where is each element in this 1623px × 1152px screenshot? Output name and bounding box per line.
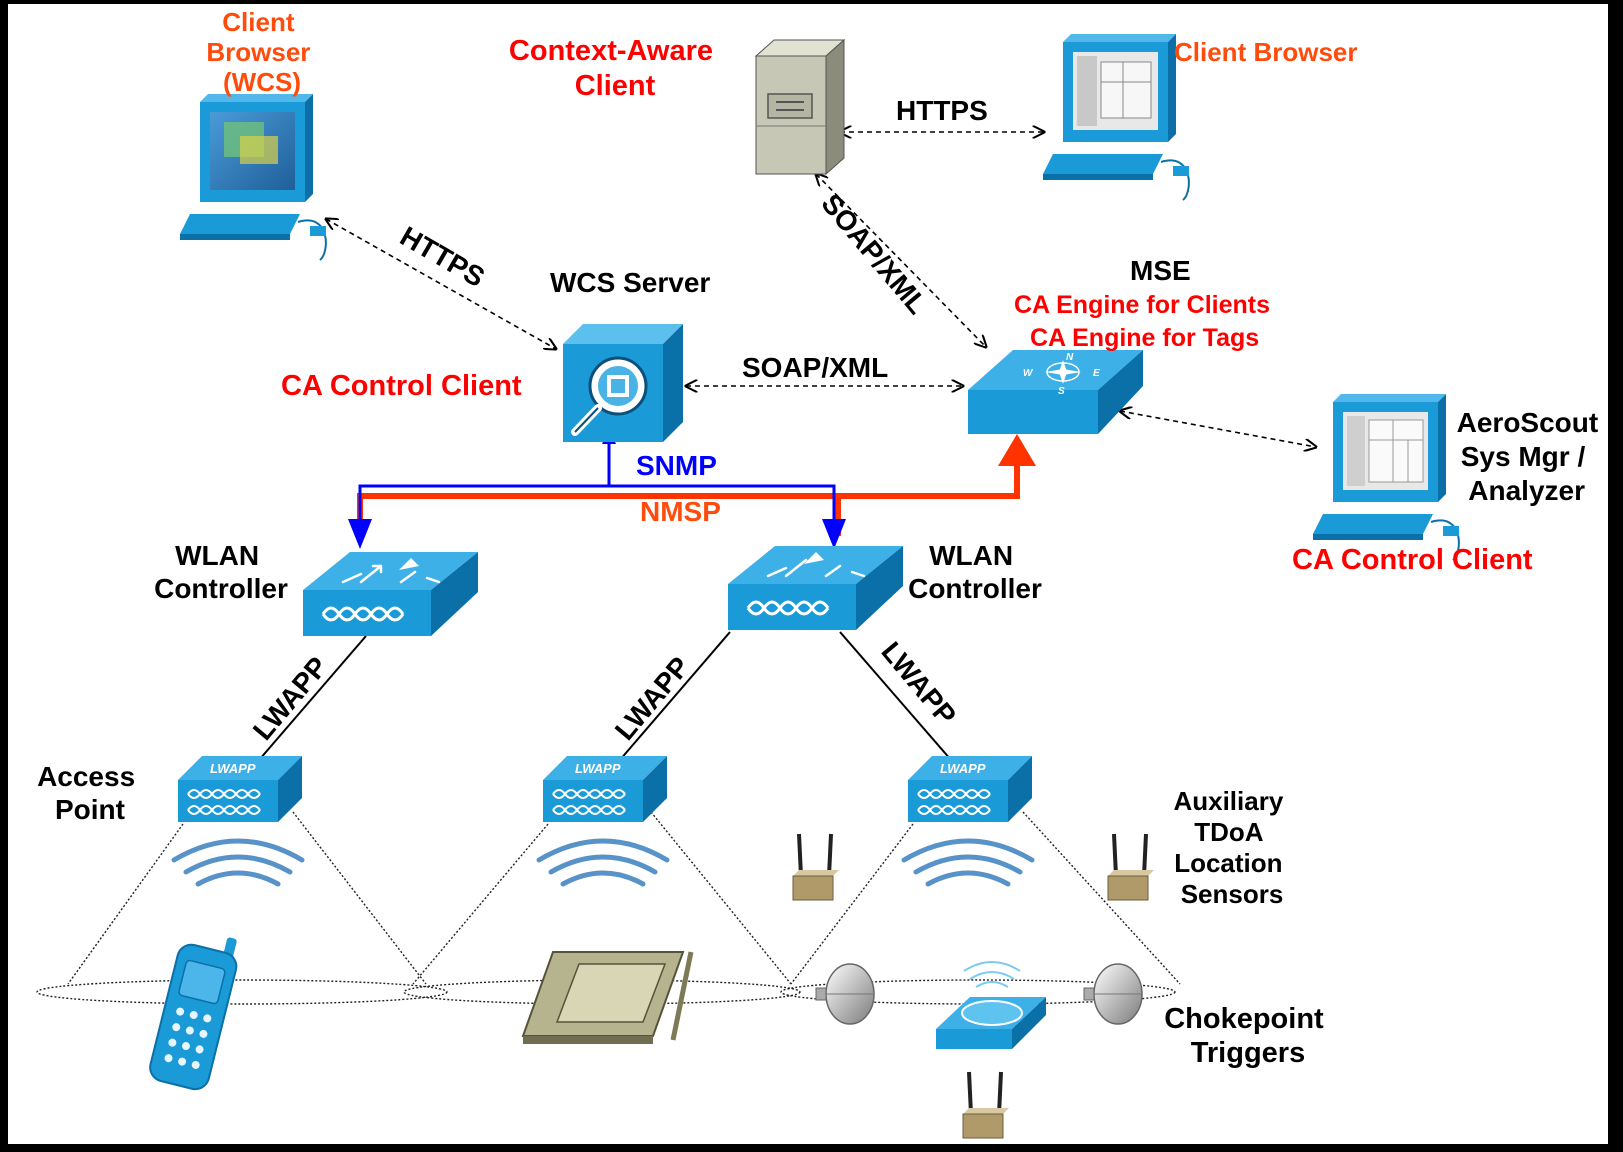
label-ca-control-client-left: CA Control Client xyxy=(281,370,522,402)
compass-w: W xyxy=(1023,368,1034,379)
mse-appliance-icon: N E S W xyxy=(968,350,1143,434)
label-auxiliary-tdoa: Auxiliary TDoA Location Sensors xyxy=(1173,786,1290,909)
access-point-icon-mid: LWAPP xyxy=(543,756,667,822)
label-lwapp-left: LWAPP xyxy=(247,651,334,746)
chokepoint-trigger-icon-2 xyxy=(1083,963,1143,1025)
label-access-point: Access Point xyxy=(37,761,143,825)
wcs-server-icon xyxy=(563,324,683,442)
label-ca-engine-tags: CA Engine for Tags xyxy=(1030,324,1259,352)
location-tag-icon xyxy=(936,961,1046,1049)
compass-icon: N E S W xyxy=(1023,352,1100,397)
label-mse: MSE xyxy=(1130,255,1191,286)
computer-icon-wcs-client xyxy=(180,94,327,261)
label-https-top: HTTPS xyxy=(896,95,988,126)
label-chokepoint-2: Triggers xyxy=(1191,1037,1305,1069)
label-auxiliary-2: TDoA xyxy=(1194,817,1264,847)
soap-link-ca-client-mse xyxy=(816,174,986,347)
label-context-aware-client-1: Context-Aware xyxy=(509,35,713,67)
label-access-point-2: Point xyxy=(55,794,125,825)
compass-n: N xyxy=(1066,352,1074,363)
computer-icon-aeroscout xyxy=(1313,394,1460,561)
wlan-controller-icon-right xyxy=(728,546,903,630)
wifi-signal-icon-left xyxy=(171,838,305,887)
label-aeroscout-3: Analyzer xyxy=(1468,475,1585,506)
label-ca-engine-clients: CA Engine for Clients xyxy=(1014,291,1270,319)
tdoa-sensor-icon-3 xyxy=(962,1071,1009,1139)
label-lwapp-right: LWAPP xyxy=(875,636,962,731)
label-auxiliary-1: Auxiliary xyxy=(1173,786,1283,816)
label-client-browser-wcs-2: Browser xyxy=(206,37,310,67)
wifi-signal-icon-mid xyxy=(536,838,670,887)
server-tower-icon xyxy=(754,38,846,176)
tablet-device-icon xyxy=(521,951,694,1044)
label-https-left: HTTPS xyxy=(395,220,490,293)
https-link-wcs-client xyxy=(326,219,556,349)
label-wlan-left-1: WLAN xyxy=(175,540,259,571)
mobile-phone-icon xyxy=(149,937,238,1091)
tdoa-sensor-icon-2 xyxy=(1107,833,1154,901)
label-wlan-controller-left: WLAN Controller xyxy=(154,540,288,604)
lwapp-link-left xyxy=(252,635,367,768)
label-client-browser-wcs: Client Browser (WCS) xyxy=(206,7,317,97)
link-mse-aeroscout xyxy=(1120,411,1316,447)
label-client-browser-wcs-3: (WCS) xyxy=(223,67,301,97)
label-aeroscout: AeroScout Sys Mgr / Analyzer xyxy=(1457,407,1606,506)
label-client-browser-wcs-1: Client xyxy=(222,7,295,37)
dashed-connectors xyxy=(326,132,1316,447)
label-soap-xml-mid: SOAP/XML xyxy=(742,352,888,383)
label-wlan-right-1: WLAN xyxy=(929,540,1013,571)
label-access-point-1: Access xyxy=(37,761,135,792)
label-wlan-right-2: Controller xyxy=(908,573,1042,604)
label-wlan-left-2: Controller xyxy=(154,573,288,604)
ap-badge-mid: LWAPP xyxy=(575,761,621,776)
label-aeroscout-1: AeroScout xyxy=(1457,407,1599,438)
label-chokepoint-1: Chokepoint xyxy=(1164,1003,1324,1035)
diagram-canvas: N E S W xyxy=(8,4,1608,1144)
tdoa-sensor-icon-1 xyxy=(792,833,839,901)
lwapp-link-right xyxy=(839,631,959,769)
label-context-aware-client-2: Client xyxy=(575,70,656,102)
wlan-controller-icon-left xyxy=(303,552,478,636)
access-point-icon-left: LWAPP xyxy=(178,756,302,822)
label-wlan-controller-right: WLAN Controller xyxy=(908,540,1042,604)
coverage-ellipse-right xyxy=(780,979,1176,1005)
label-nmsp: NMSP xyxy=(640,496,721,527)
computer-icon-client-browser xyxy=(1043,34,1190,201)
snmp-line xyxy=(358,484,836,536)
label-lwapp-mid: LWAPP xyxy=(609,651,696,746)
snmp-arrow-wlan-right xyxy=(822,519,846,549)
label-snmp: SNMP xyxy=(636,450,717,481)
network-diagram: N E S W xyxy=(36,7,1606,1139)
coverage-ellipse-left xyxy=(36,979,448,1005)
ap-badge-left: LWAPP xyxy=(210,761,256,776)
snmp-arrow-wlan-left xyxy=(348,519,372,549)
lwapp-link-mid xyxy=(612,631,731,769)
label-wcs-server: WCS Server xyxy=(550,267,710,298)
label-chokepoint-triggers: Chokepoint Triggers xyxy=(1164,1003,1332,1069)
label-soap-xml-diagonal: SOAP/XML xyxy=(815,188,933,320)
coverage-areas xyxy=(36,811,1181,1005)
ap-badge-right: LWAPP xyxy=(940,761,986,776)
label-auxiliary-3: Location xyxy=(1174,848,1282,878)
wifi-signal-icon-right xyxy=(901,838,1035,887)
compass-s: S xyxy=(1058,386,1065,397)
label-ca-control-client-right: CA Control Client xyxy=(1292,544,1533,576)
label-auxiliary-4: Sensors xyxy=(1181,879,1284,909)
access-point-icon-right: LWAPP xyxy=(908,756,1032,822)
snmp-nmsp-bus xyxy=(348,428,1036,549)
lwapp-links xyxy=(252,631,959,769)
nmsp-arrow-mse xyxy=(998,434,1036,466)
label-context-aware-client: Context-Aware Client xyxy=(509,35,721,102)
compass-e: E xyxy=(1093,368,1100,379)
label-client-browser: Client Browser xyxy=(1174,37,1358,67)
chokepoint-trigger-icon-1 xyxy=(815,963,875,1025)
label-aeroscout-2: Sys Mgr / xyxy=(1461,441,1586,472)
